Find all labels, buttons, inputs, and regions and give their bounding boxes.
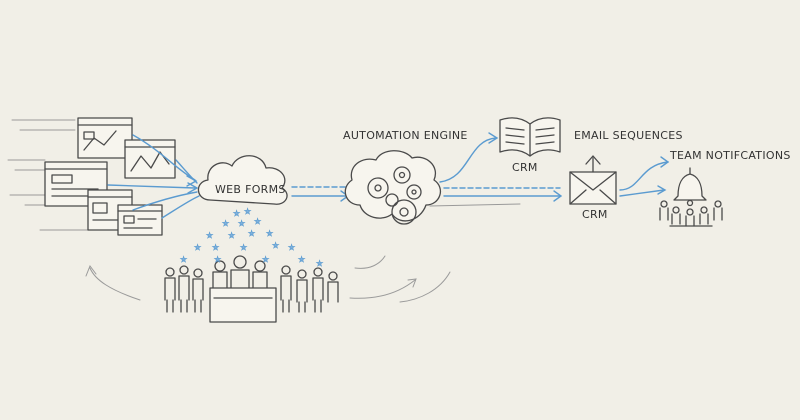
web-forms-label: WEB FORMS [215,183,286,196]
team-cycle-arrows [85,255,451,303]
browser-window-top-icon [77,117,133,159]
svg-text:★: ★ [194,243,201,252]
stars-icon: ★★ ★★★ ★★★★ ★★★★★ ★★★★★ [180,207,324,269]
email-to-team-arrow [619,156,670,197]
email-sequences-label: EMAIL SEQUENCES [574,129,683,142]
book-icon [499,117,561,157]
svg-text:★: ★ [240,243,247,252]
svg-text:★: ★ [262,255,269,264]
browser-window-small-icon [117,204,163,236]
email-envelope-icon [569,155,617,205]
team-notifications-label: TEAM NOTIFCATIONS [670,149,791,162]
svg-text:★: ★ [233,209,240,218]
svg-text:★: ★ [228,231,235,240]
engine-output-arrows [429,132,563,207]
cloud-icon [197,155,288,205]
svg-text:★: ★ [266,229,273,238]
svg-text:★: ★ [214,255,221,264]
brain-gears-icon [344,150,442,225]
browser-window-form-icon [44,161,108,207]
windows-to-cloud-arrows [107,134,200,219]
svg-text:★: ★ [254,217,261,226]
svg-text:★: ★ [238,219,245,228]
svg-text:★: ★ [316,259,323,268]
automation-engine-label: AUTOMATION ENGINE [343,129,468,142]
crm-mail-label: CRM [582,208,608,221]
svg-text:★: ★ [180,255,187,264]
cloud-to-engine-arrows [291,186,350,202]
motion-lines [7,119,89,231]
svg-text:★: ★ [298,255,305,264]
svg-text:★: ★ [212,243,219,252]
svg-text:★: ★ [248,229,255,238]
team-people-icon [164,255,339,323]
crm-book-label: CRM [512,161,538,174]
svg-text:★: ★ [206,231,213,240]
svg-text:★: ★ [288,243,295,252]
svg-text:★: ★ [272,241,279,250]
svg-text:★: ★ [222,219,229,228]
notification-team-icon [659,200,723,227]
bell-icon [673,167,707,207]
svg-text:★: ★ [244,207,251,216]
